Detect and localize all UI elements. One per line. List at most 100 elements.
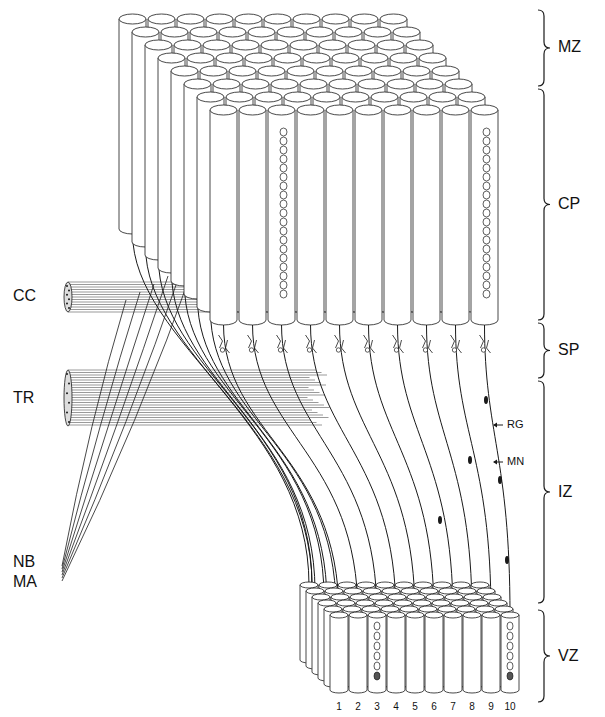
subplate-neuron — [364, 335, 375, 353]
cylinder-top — [268, 105, 295, 115]
cylinder-top — [451, 600, 469, 606]
cylinder-top — [187, 53, 214, 63]
column-number: 8 — [468, 701, 476, 712]
cylinder-top — [369, 594, 387, 600]
cylinder-top — [300, 582, 318, 588]
bundle-fibre — [68, 382, 321, 383]
cylinder-top — [343, 606, 361, 612]
proliferative-cell — [507, 672, 513, 680]
cylinder-side — [425, 615, 443, 693]
cylinder-top — [338, 582, 356, 588]
cylinder-top — [331, 594, 349, 600]
cylinder-side — [482, 615, 500, 693]
column-number: 6 — [430, 701, 438, 712]
cylinder-top — [380, 14, 407, 24]
subplate-neuron — [452, 348, 456, 352]
zone-label: VZ — [557, 647, 579, 665]
cylinder-top — [351, 14, 378, 24]
subplate-neuron — [220, 348, 224, 352]
cylinder-top — [413, 600, 431, 606]
neuron — [280, 164, 287, 172]
cylinder-top — [219, 27, 246, 37]
cylinder-top — [406, 40, 433, 50]
neuron — [280, 227, 287, 235]
bundle-fibre — [68, 375, 327, 376]
cylinder-top — [377, 40, 404, 50]
neuron — [280, 173, 287, 181]
cylinder-top — [213, 79, 240, 89]
afferent-fibre — [62, 284, 154, 572]
cylinder-top — [161, 27, 188, 37]
cylinder-top — [119, 14, 146, 24]
cylinder-top — [457, 606, 475, 612]
subplate-neuron — [451, 335, 462, 353]
cylinder-top — [316, 66, 343, 76]
cylinder-top — [203, 40, 230, 50]
proliferative-cell — [374, 662, 380, 670]
cylinder-top — [245, 53, 272, 63]
neuron — [483, 209, 490, 217]
cortical-column — [297, 105, 324, 325]
column-number: 3 — [373, 701, 381, 712]
migrating-neuron — [438, 516, 442, 524]
bundle-fibre — [68, 400, 313, 401]
proliferative-cell — [507, 642, 513, 650]
cylinder-top — [177, 14, 204, 24]
bundle-fibre — [68, 370, 316, 371]
proliferative-cell — [374, 642, 380, 650]
cylinder-top — [300, 79, 327, 89]
bundle-fibre — [68, 422, 317, 423]
cell-label: MN — [506, 455, 525, 467]
cylinder-top — [489, 600, 507, 606]
cylinder-side — [442, 110, 469, 325]
radial-glial-fibre — [340, 324, 416, 615]
cylinder-top — [319, 40, 346, 50]
neuron — [280, 191, 287, 199]
subplate-neuron — [249, 348, 253, 352]
cylinder-top — [355, 105, 382, 115]
cylinder-top — [342, 92, 369, 102]
cylinder-top — [232, 40, 259, 50]
cylinder-top — [158, 53, 185, 63]
neuron — [483, 236, 490, 244]
neuron — [280, 182, 287, 190]
cylinder-top — [419, 606, 437, 612]
bundle-fibre — [68, 395, 325, 396]
cylinder-top — [471, 105, 498, 115]
cortical-column — [413, 105, 440, 325]
cylinder-side — [355, 110, 382, 325]
cylinder-top — [356, 600, 374, 606]
zone-brace — [538, 610, 550, 702]
neuron — [280, 290, 287, 298]
pathway-label: NB — [12, 553, 36, 571]
neuron — [483, 191, 490, 199]
bundle-fibre — [68, 387, 309, 388]
cortical-column — [442, 105, 469, 325]
neuron — [280, 245, 287, 253]
cylinder-top — [413, 105, 440, 115]
neuron — [483, 281, 490, 289]
cortical-column — [210, 105, 237, 325]
cylinder-top — [420, 588, 438, 594]
cylinder-top — [445, 79, 472, 89]
ventricular-column — [501, 612, 519, 693]
ventricular-column — [482, 612, 500, 693]
cylinder-top — [274, 53, 301, 63]
cylinder-side — [326, 110, 353, 325]
radial-glial-fibre — [185, 285, 325, 597]
cylinder-top — [445, 594, 463, 600]
cylinder-top — [239, 105, 266, 115]
cylinder-top — [368, 612, 386, 618]
neuron — [483, 146, 490, 154]
cylinder-top — [387, 612, 405, 618]
zone-brace — [538, 323, 550, 378]
ventricular-column — [349, 612, 367, 693]
proliferative-cell — [374, 622, 380, 630]
cylinder-top — [216, 53, 243, 63]
cylinder-top — [313, 92, 340, 102]
radial-glial-fibre — [427, 324, 473, 615]
cylinder-top — [433, 582, 451, 588]
cylinder-top — [197, 92, 224, 102]
cylinder-top — [471, 582, 489, 588]
